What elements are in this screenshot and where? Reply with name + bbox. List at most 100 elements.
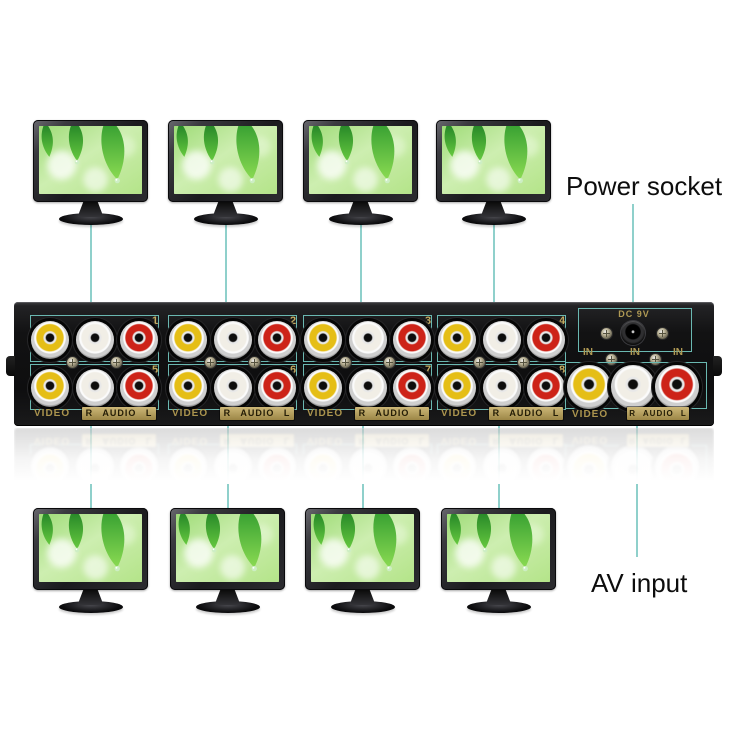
output-group-number: 8 bbox=[559, 364, 566, 376]
monitor-screen-leaf-wallpaper bbox=[447, 514, 550, 582]
connector-line-output-2 bbox=[225, 222, 227, 316]
video-jack bbox=[169, 321, 207, 359]
video-caption: VIDEO bbox=[441, 408, 478, 419]
reflection-fade-overlay bbox=[14, 428, 714, 484]
power-socket-outline bbox=[578, 308, 692, 352]
av-input-callout: AV input bbox=[591, 568, 688, 598]
monitor-bottom-3 bbox=[305, 508, 420, 613]
monitor-screen-leaf-wallpaper bbox=[311, 514, 414, 582]
audio-caption-plate: R AUDIO L bbox=[220, 407, 294, 420]
audio-l-jack bbox=[393, 321, 431, 359]
audio-l-jack bbox=[527, 321, 565, 359]
monitor-stand-neck bbox=[347, 202, 374, 217]
monitor-screen-leaf-wallpaper bbox=[442, 126, 545, 194]
output-group-number: 5 bbox=[152, 364, 159, 376]
monitor-stand-neck bbox=[77, 590, 104, 605]
video-caption: VIDEO bbox=[172, 408, 209, 419]
monitor-top-1 bbox=[33, 120, 148, 225]
screw-icon bbox=[205, 357, 216, 368]
audio-caption-plate: R AUDIO L bbox=[82, 407, 156, 420]
monitor-stand-base bbox=[58, 213, 123, 225]
audio-l-jack bbox=[393, 369, 431, 407]
output-group-number: 7 bbox=[425, 364, 432, 376]
monitor-bottom-1 bbox=[33, 508, 148, 613]
screw-icon bbox=[657, 328, 668, 339]
video-jack bbox=[438, 369, 476, 407]
monitor-stand-base bbox=[461, 213, 526, 225]
audio-r-jack bbox=[483, 321, 521, 359]
video-jack bbox=[304, 369, 342, 407]
monitor-top-2 bbox=[168, 120, 283, 225]
monitor-screen-leaf-wallpaper bbox=[39, 514, 142, 582]
audio-r-jack bbox=[214, 321, 252, 359]
screw-icon bbox=[650, 354, 661, 365]
output-group-2-outline bbox=[168, 315, 297, 362]
monitor-stand-base bbox=[466, 601, 531, 613]
monitor-stand-neck bbox=[214, 590, 241, 605]
input-video-jack bbox=[567, 365, 611, 409]
monitor-stand-base bbox=[195, 601, 260, 613]
monitor-stand-base bbox=[58, 601, 123, 613]
monitor-stand-neck bbox=[212, 202, 239, 217]
monitor-bottom-2 bbox=[170, 508, 285, 613]
audio-r-jack bbox=[349, 321, 387, 359]
screw-icon bbox=[601, 328, 612, 339]
connector-line-output-3 bbox=[360, 222, 362, 316]
audio-r-jack bbox=[76, 369, 114, 407]
screw-icon bbox=[474, 357, 485, 368]
audio-caption-plate: R AUDIO L bbox=[489, 407, 563, 420]
audio-caption-plate: R AUDIO L bbox=[627, 407, 689, 420]
screw-icon bbox=[340, 357, 351, 368]
power-socket-callout: Power socket bbox=[566, 171, 723, 201]
output-group-4-outline bbox=[437, 315, 566, 362]
output-group-3-outline bbox=[303, 315, 432, 362]
video-caption: VIDEO bbox=[34, 408, 71, 419]
dc-9v-label: DC 9V bbox=[618, 309, 650, 319]
screw-icon bbox=[384, 357, 395, 368]
monitor-stand-base bbox=[328, 213, 393, 225]
monitor-bezel bbox=[168, 120, 283, 202]
left-mount-tab bbox=[6, 356, 15, 376]
audio-l-jack bbox=[120, 369, 158, 407]
monitor-screen-leaf-wallpaper bbox=[174, 126, 277, 194]
video-caption: VIDEO bbox=[307, 408, 344, 419]
video-jack bbox=[438, 321, 476, 359]
audio-l-jack bbox=[258, 369, 296, 407]
audio-l-jack bbox=[527, 369, 565, 407]
in-label: IN bbox=[630, 347, 640, 358]
screw-icon bbox=[249, 357, 260, 368]
video-jack bbox=[31, 321, 69, 359]
screw-icon bbox=[518, 357, 529, 368]
connector-line-output-4 bbox=[493, 222, 495, 316]
input-audio-l-jack bbox=[655, 365, 699, 409]
in-label: IN bbox=[583, 347, 593, 358]
monitor-bezel bbox=[305, 508, 420, 590]
video-jack bbox=[31, 369, 69, 407]
monitor-top-4 bbox=[436, 120, 551, 225]
connector-line-output-1 bbox=[90, 222, 92, 316]
video-jack bbox=[169, 369, 207, 407]
audio-r-jack bbox=[483, 369, 521, 407]
dc-power-jack bbox=[621, 321, 645, 345]
screw-icon bbox=[111, 357, 122, 368]
monitor-bottom-4 bbox=[441, 508, 556, 613]
screw-icon bbox=[606, 354, 617, 365]
output-group-number: 4 bbox=[559, 315, 566, 327]
monitor-top-3 bbox=[303, 120, 418, 225]
monitor-screen-leaf-wallpaper bbox=[39, 126, 142, 194]
monitor-stand-neck bbox=[480, 202, 507, 217]
output-group-number: 2 bbox=[290, 315, 297, 327]
monitor-stand-base bbox=[330, 601, 395, 613]
monitor-bezel bbox=[170, 508, 285, 590]
output-group-1-outline bbox=[30, 315, 159, 362]
av-input-connector-line bbox=[636, 406, 638, 557]
monitor-bezel bbox=[436, 120, 551, 202]
monitor-bezel bbox=[303, 120, 418, 202]
monitor-screen-leaf-wallpaper bbox=[309, 126, 412, 194]
input-audio-r-jack bbox=[611, 365, 655, 409]
video-jack bbox=[304, 321, 342, 359]
in-label: IN bbox=[673, 347, 683, 358]
